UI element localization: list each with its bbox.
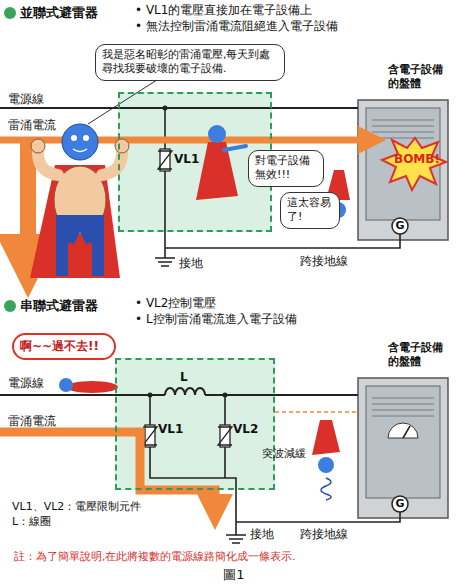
node-text: 這太容易了! <box>287 196 333 225</box>
coil-symbol <box>165 388 205 395</box>
small-hero <box>196 125 246 200</box>
ground-symbol <box>155 258 175 266</box>
ground-symbol <box>226 535 246 543</box>
figure-caption: 圖1 <box>0 567 468 583</box>
wire <box>150 395 236 535</box>
meter <box>388 423 418 438</box>
terminal-label: G <box>394 219 406 232</box>
bullet-dot <box>4 300 16 312</box>
bullet-text: • VL2控制電壓 <box>135 296 216 310</box>
node-text: 對電子設備無效!!! <box>255 154 317 183</box>
cabinet-label: 含電子設備的盤體 <box>386 340 448 370</box>
varistor-symbol <box>158 149 172 171</box>
arrester-box: L VL1 VL2 <box>115 358 275 490</box>
effect-label: 突波減緩 <box>262 447 306 460</box>
reduced-surge <box>275 411 358 413</box>
exclamation-bubble: 啊~~過不去!! <box>12 333 116 360</box>
wire <box>164 108 166 258</box>
line-label: 電源線 <box>8 376 44 390</box>
panel-heading: 串聯式避雷器 <box>20 298 98 314</box>
varistor-symbol <box>143 425 157 447</box>
cabinet <box>358 100 448 240</box>
panel-heading: 並聯式避雷器 <box>20 5 98 21</box>
current-label: 雷涌電流 <box>8 414 56 428</box>
bonding-wire <box>165 234 400 248</box>
speech-bubble: 對電子設備無效!!! <box>248 150 324 187</box>
node-text: L <box>180 370 188 384</box>
line-label: 電源線 <box>8 92 44 106</box>
wire-label: 跨接地線 <box>300 527 348 541</box>
speech-bubble: 這太容易了! <box>280 192 340 229</box>
cabinet <box>358 378 448 518</box>
surge-current <box>0 137 372 144</box>
current-label: 雷涌電流 <box>8 118 56 132</box>
cabinet-label: 含電子設備的盤體 <box>386 62 448 92</box>
surge-villain <box>30 78 160 278</box>
varistor-symbol <box>218 425 232 447</box>
explosion <box>382 138 446 190</box>
bullet-text: • L控制雷涌電流進入電子設備 <box>135 312 297 326</box>
ground-label: 接地 <box>250 527 274 541</box>
node-text: VL1 <box>174 152 199 166</box>
bullet-dot <box>4 7 16 19</box>
bullet-text: • 無法控制雷涌電流阻絕進入電子設備 <box>135 19 338 33</box>
ground-terminal <box>392 496 408 512</box>
ground-label: 接地 <box>179 256 203 270</box>
legend-note: VL1、VL2：電壓限制元件 <box>12 500 141 513</box>
wire-label: 跨接地線 <box>300 254 348 268</box>
bullet-text: • VL1的電壓直接加在電子設備上 <box>135 3 312 17</box>
bomb-text: BOMB! <box>394 152 440 166</box>
node-text: VL1 <box>158 422 183 436</box>
power-line <box>0 394 358 396</box>
ground-terminal <box>392 218 408 234</box>
spiral-hero <box>312 420 340 500</box>
flattened-hero <box>59 378 118 393</box>
speech-bubble: 我是惡名昭彰的雷涌電壓,每天到處尋找我要破壞的電子設備. <box>95 44 285 81</box>
node-text: 我是惡名昭彰的雷涌電壓,每天到處尋找我要破壞的電子設備. <box>102 48 278 77</box>
legend-note: L：線圈 <box>12 515 51 528</box>
terminal-label: G <box>394 497 406 510</box>
bonding-wire <box>236 512 400 522</box>
power-line <box>0 107 358 109</box>
node-text: 含電子設備的盤體 <box>388 63 446 91</box>
node-text: 啊~~過不去!! <box>20 338 108 355</box>
node-text: VL2 <box>233 422 258 436</box>
node-text: 含電子設備的盤體 <box>388 341 446 369</box>
footnote: 註：為了簡單說明,在此將複數的電源線路簡化成一條表示. <box>14 550 296 563</box>
